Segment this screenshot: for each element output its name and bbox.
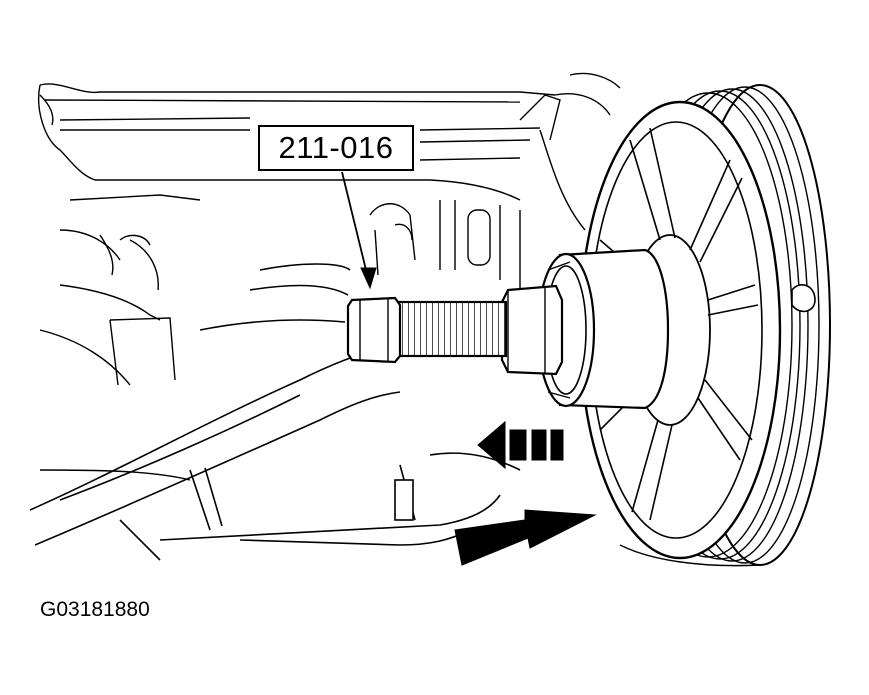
- engine-block-outline: [38, 72, 621, 481]
- install-direction-arrow: [454, 509, 597, 566]
- crankshaft-pulley: [578, 84, 831, 567]
- special-tool-label: 211-016: [258, 125, 414, 171]
- puller-tool-211-016: [346, 248, 670, 410]
- figure-reference-number: G03181880: [40, 598, 150, 621]
- removal-direction-arrow: [477, 420, 564, 470]
- callout-leader: [341, 171, 377, 290]
- coolant-hose: [29, 263, 521, 561]
